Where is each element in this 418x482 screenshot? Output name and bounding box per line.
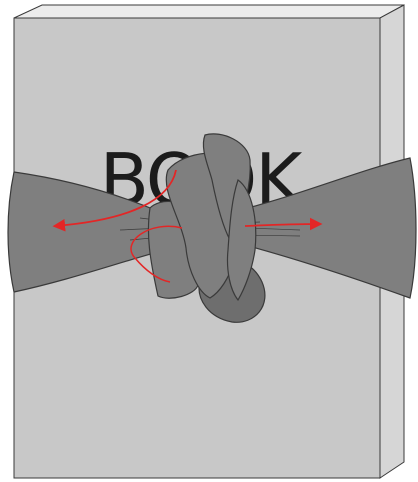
book-top-edge xyxy=(14,5,404,18)
